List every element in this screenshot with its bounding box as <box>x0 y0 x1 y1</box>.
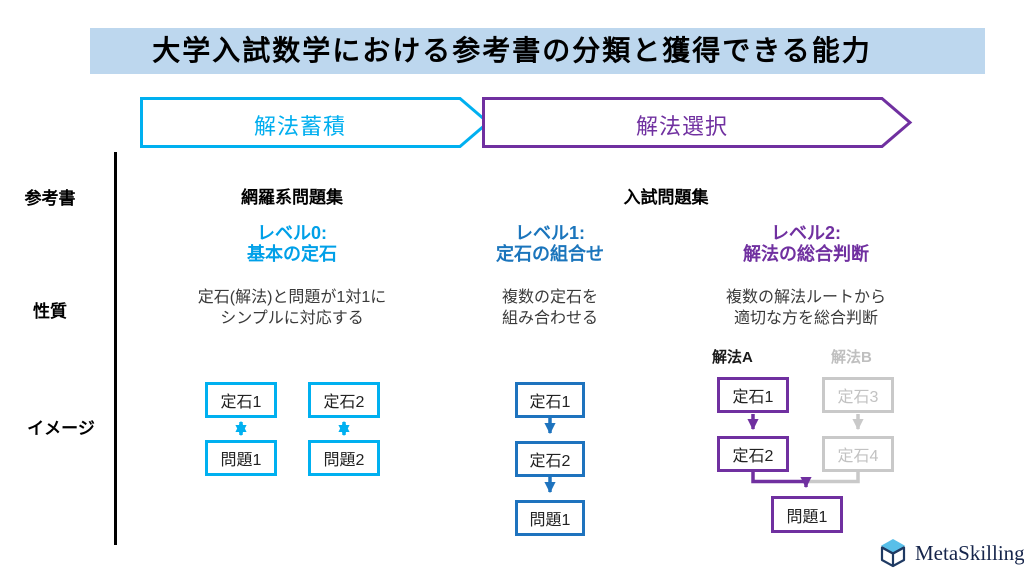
logo-text: MetaSkilling <box>915 541 1024 565</box>
stage-chevron-accumulate <box>140 97 491 148</box>
column-header-exam: 入試問題集 <box>623 188 709 207</box>
box-joseki3: 定石3 <box>822 377 894 413</box>
route-b-label: 解法B <box>831 349 872 366</box>
row-label-image: イメージ <box>27 419 95 438</box>
box-mondai1-shared: 問題1 <box>771 496 843 533</box>
box-joseki4: 定石4 <box>822 436 894 472</box>
box-joseki2: 定石2 <box>308 382 380 418</box>
level0-desc-line1: 定石(解法)と問題が1対1に <box>197 289 387 306</box>
route-a-label: 解法A <box>712 349 753 366</box>
row-label-books: 参考書 <box>24 189 76 208</box>
level1-title: レベル1: 定石の組合せ <box>450 223 650 265</box>
box-joseki2: 定石2 <box>717 436 789 472</box>
level2-desc-line2: 適切な方を総合判断 <box>733 310 878 327</box>
metaskilling-cube-icon <box>880 539 906 568</box>
box-joseki1: 定石1 <box>515 382 585 418</box>
box-mondai2: 問題2 <box>308 440 380 476</box>
title-banner <box>90 28 985 74</box>
level2-desc-line1: 複数の解法ルートから <box>725 289 886 306</box>
page-title: 大学入試数学における参考書の分類と獲得できる能力 <box>152 35 872 66</box>
stage-label-select: 解法選択 <box>635 114 728 139</box>
level1-desc-line1: 複数の定石を <box>501 289 598 306</box>
level2-title-line1: レベル2: <box>770 223 841 243</box>
column-header-comprehensive: 網羅系問題集 <box>241 188 343 207</box>
level2-description: 複数の解法ルートから 適切な方を総合判断 <box>696 287 916 329</box>
level1-desc-line2: 組み合わせる <box>501 310 598 327</box>
elbow-connector-icon <box>806 472 860 484</box>
level0-desc-line2: シンプルに対応する <box>220 310 364 327</box>
box-joseki2: 定石2 <box>515 441 585 477</box>
box-joseki1: 定石1 <box>717 377 789 413</box>
level1-title-line1: レベル1: <box>514 223 585 243</box>
row-label-property: 性質 <box>33 302 67 321</box>
box-mondai1: 問題1 <box>515 500 585 536</box>
level1-description: 複数の定石を 組み合わせる <box>440 287 660 329</box>
level0-title-line2: 基本の定石 <box>247 244 337 264</box>
level2-title: レベル2: 解法の総合判断 <box>706 223 906 265</box>
level0-title: レベル0: 基本の定石 <box>192 223 392 265</box>
elbow-connector-icon <box>751 472 812 489</box>
level0-description: 定石(解法)と問題が1対1に シンプルに対応する <box>182 287 402 329</box>
level1-title-line2: 定石の組合せ <box>496 244 604 264</box>
box-joseki1: 定石1 <box>205 382 277 418</box>
box-mondai1: 問題1 <box>205 440 277 476</box>
stage-chevron-select <box>482 97 913 148</box>
stage-label-accumulate: 解法蓄積 <box>253 114 346 139</box>
level0-title-line1: レベル0: <box>256 223 327 243</box>
level2-title-line2: 解法の総合判断 <box>743 244 869 264</box>
